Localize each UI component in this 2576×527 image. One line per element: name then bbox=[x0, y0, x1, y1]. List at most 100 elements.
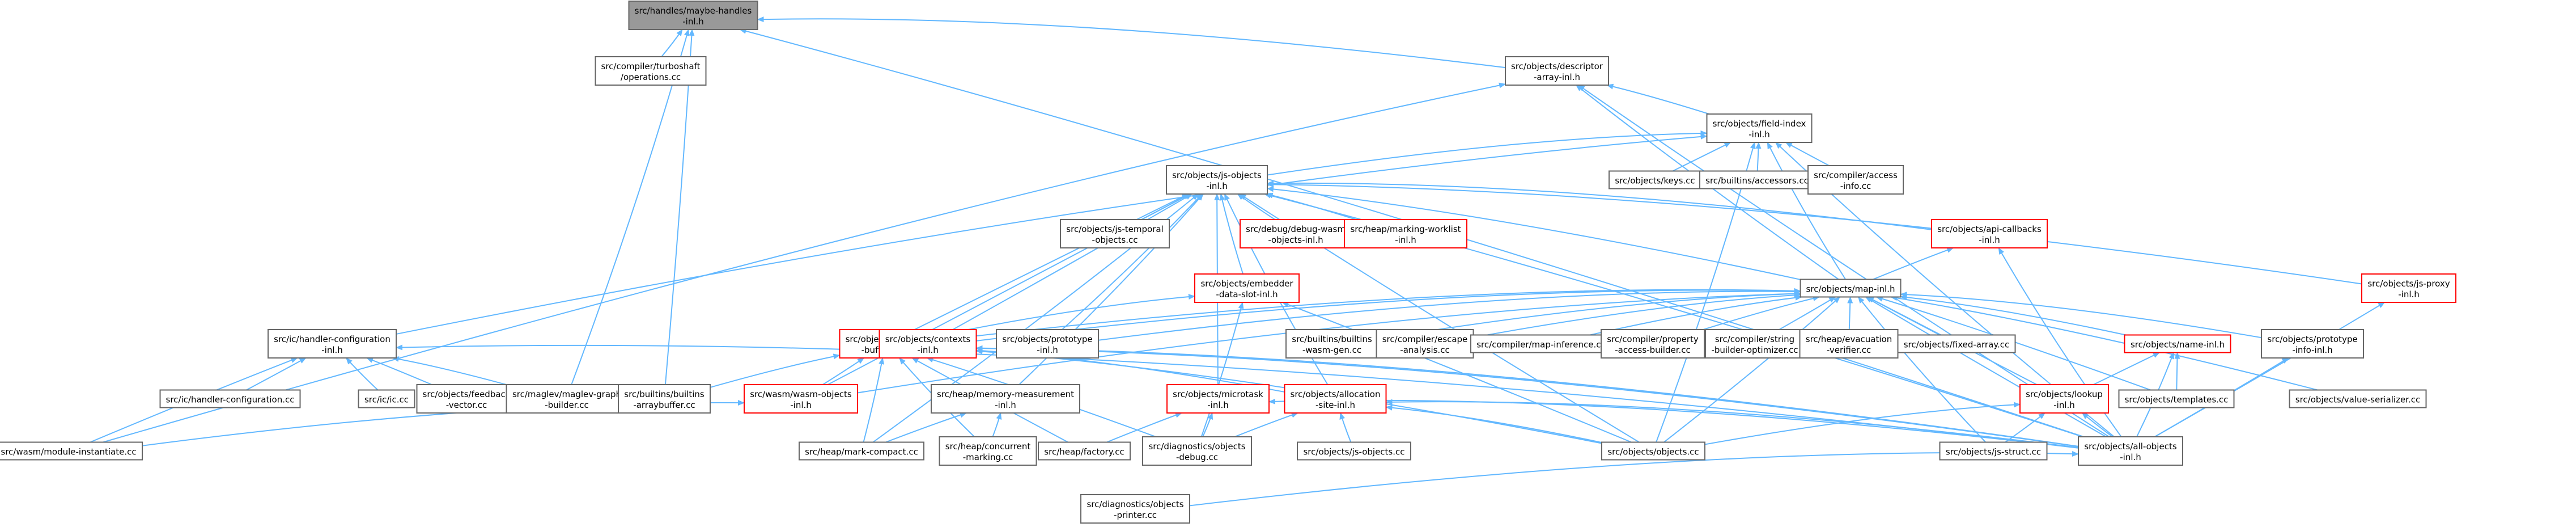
graph-node[interactable]: src/objects/keys.cc bbox=[1609, 170, 1701, 189]
dependency-edge bbox=[757, 16, 1506, 69]
graph-node[interactable]: src/objects/js-objects-inl.h bbox=[1166, 165, 1268, 195]
graph-node-label: src/objects/prototype bbox=[1002, 334, 1092, 344]
graph-node[interactable]: src/objects/map-inl.h bbox=[1800, 279, 1902, 298]
graph-node-label: -vector.cc bbox=[446, 400, 487, 410]
graph-node[interactable]: src/objects/fixed-array.cc bbox=[1897, 334, 2016, 353]
graph-node[interactable]: src/ic/handler-configuration-inl.h bbox=[268, 329, 397, 359]
dependency-edge bbox=[992, 412, 1002, 437]
graph-node-label: -analysis.cc bbox=[1400, 345, 1449, 355]
graph-node[interactable]: src/objects/prototype-info-inl.h bbox=[2261, 329, 2364, 359]
graph-node[interactable]: src/objects/js-temporal-objects.cc bbox=[1060, 219, 1170, 248]
graph-node-box bbox=[1609, 170, 1701, 189]
dependency-edge bbox=[1385, 399, 2079, 448]
graph-node[interactable]: src/objects/js-objects.cc bbox=[1297, 441, 1411, 461]
graph-node[interactable]: src/objects/name-inl.h bbox=[2124, 334, 2231, 353]
graph-node[interactable]: src/compiler/access-info.cc bbox=[1807, 165, 1904, 195]
graph-node-box bbox=[879, 329, 977, 359]
graph-node-box bbox=[931, 384, 1080, 414]
graph-node[interactable]: src/ic/ic.cc bbox=[358, 389, 415, 408]
graph-node[interactable]: src/objects/descriptor-array-inl.h bbox=[1505, 56, 1609, 86]
graph-node-label: -inl.h bbox=[321, 345, 343, 355]
graph-node[interactable]: src/objects/feedback-vector.cc bbox=[416, 384, 517, 414]
graph-node[interactable]: src/debug/debug-wasm-objects-inl.h bbox=[1240, 219, 1352, 248]
dependency-edge bbox=[1385, 404, 1602, 444]
dependency-edge bbox=[366, 357, 432, 385]
graph-node[interactable]: src/heap/evacuation-verifier.cc bbox=[1799, 329, 1899, 359]
graph-node-label: src/objects/prototype bbox=[2267, 334, 2357, 344]
dependency-edge bbox=[246, 357, 307, 391]
graph-node[interactable]: src/heap/marking-worklist-inl.h bbox=[1344, 219, 1467, 248]
graph-node[interactable]: src/objects/field-index-inl.h bbox=[1706, 113, 1813, 143]
graph-node-label: src/objects/feedback bbox=[423, 389, 511, 399]
graph-node[interactable]: src/objects/embedder-data-slot-inl.h bbox=[1194, 273, 1300, 303]
graph-node-box bbox=[1166, 165, 1268, 195]
graph-node[interactable]: src/diagnostics/objects-printer.cc bbox=[1080, 494, 1190, 524]
graph-node[interactable]: src/heap/factory.cc bbox=[1038, 441, 1131, 461]
graph-node[interactable]: src/objects/value-serializer.cc bbox=[2289, 389, 2427, 408]
graph-node-box bbox=[1166, 384, 1270, 414]
dependency-edge bbox=[1779, 296, 1836, 330]
graph-node-label: src/wasm/module-instantiate.cc bbox=[1, 447, 136, 457]
graph-node[interactable]: src/objects/js-proxy-inl.h bbox=[2361, 273, 2456, 303]
graph-node[interactable]: src/compiler/map-inference.cc bbox=[1470, 334, 1612, 353]
graph-node-box bbox=[1285, 329, 1378, 359]
graph-node[interactable]: src/compiler/turboshaft/operations.cc bbox=[595, 56, 707, 86]
graph-node[interactable]: src/handles/maybe-handles-inl.h bbox=[628, 1, 758, 30]
graph-node[interactable]: src/objects/all-objects-inl.h bbox=[2078, 436, 2183, 466]
graph-node-label: src/objects/name-inl.h bbox=[2131, 340, 2225, 350]
dependency-edge bbox=[103, 82, 1506, 443]
graph-node[interactable]: src/wasm/module-instantiate.cc bbox=[0, 441, 143, 461]
dependency-edge bbox=[1267, 186, 1801, 280]
graph-node[interactable]: src/wasm/wasm-objects-inl.h bbox=[744, 384, 858, 414]
graph-node-box bbox=[1706, 113, 1813, 143]
graph-node[interactable]: src/objects/api-callbacks-inl.h bbox=[1931, 219, 2048, 248]
graph-node-label: -objects.cc bbox=[1092, 235, 1138, 245]
graph-node[interactable]: src/objects/prototype-inl.h bbox=[996, 329, 1099, 359]
graph-node[interactable]: src/compiler/string-builder-optimizer.cc bbox=[1705, 329, 1805, 359]
graph-node-box bbox=[1931, 219, 2048, 248]
graph-node-box bbox=[1240, 219, 1352, 248]
graph-node[interactable]: src/objects/microtask-inl.h bbox=[1166, 384, 1270, 414]
graph-node[interactable]: src/heap/concurrent-marking.cc bbox=[939, 436, 1037, 466]
graph-node[interactable]: src/objects/templates.cc bbox=[2118, 389, 2235, 408]
graph-node-box bbox=[1194, 273, 1300, 303]
graph-node[interactable]: src/ic/handler-configuration.cc bbox=[159, 389, 301, 408]
graph-node[interactable]: src/heap/memory-measurement-inl.h bbox=[931, 384, 1080, 414]
graph-node-label: -builder.cc bbox=[545, 400, 589, 410]
dependency-edge bbox=[710, 353, 841, 388]
graph-node[interactable]: src/compiler/property-access-builder.cc bbox=[1601, 329, 1705, 359]
graph-node[interactable]: src/compiler/escape-analysis.cc bbox=[1376, 329, 1474, 359]
dependency-edge bbox=[1865, 296, 2107, 437]
graph-node[interactable]: src/objects/allocation-site-inl.h bbox=[1284, 384, 1387, 414]
dependency-edge bbox=[1267, 182, 2362, 285]
graph-node-label: src/objects/js-temporal bbox=[1066, 224, 1163, 234]
graph-node-label: src/heap/marking-worklist bbox=[1350, 224, 1461, 234]
graph-node-box bbox=[268, 329, 397, 359]
graph-node[interactable]: src/builtins/builtins-wasm-gen.cc bbox=[1285, 329, 1378, 359]
dependency-edge bbox=[2093, 352, 2160, 385]
dependency-edge bbox=[1267, 130, 1708, 176]
graph-node-label: -info.cc bbox=[1840, 181, 1871, 191]
graph-node[interactable]: src/builtins/accessors.cc bbox=[1699, 170, 1815, 189]
graph-node[interactable]: src/diagnostics/objects-debug.cc bbox=[1142, 436, 1252, 466]
graph-node-box bbox=[1705, 329, 1805, 359]
graph-node-label: src/compiler/access bbox=[1814, 170, 1898, 180]
graph-node[interactable]: src/builtins/builtins-arraybuffer.cc bbox=[618, 384, 711, 414]
graph-node-label: -printer.cc bbox=[1114, 510, 1157, 520]
graph-node-box bbox=[2261, 329, 2364, 359]
graph-node-label: src/objects/objects.cc bbox=[1607, 447, 1699, 457]
graph-node-label: src/heap/memory-measurement bbox=[937, 389, 1074, 399]
graph-node-label: src/handles/maybe-handles bbox=[635, 6, 752, 16]
graph-node[interactable]: src/objects/contexts-inl.h bbox=[879, 329, 977, 359]
graph-node[interactable]: src/heap/mark-compact.cc bbox=[799, 441, 924, 461]
graph-node-box bbox=[2019, 384, 2109, 414]
graph-node-box bbox=[2078, 436, 2183, 466]
graph-node[interactable]: src/maglev/maglev-graph-builder.cc bbox=[506, 384, 628, 414]
graph-node[interactable]: src/objects/lookup-inl.h bbox=[2019, 384, 2109, 414]
graph-node[interactable]: src/objects/objects.cc bbox=[1601, 441, 1705, 461]
dependency-edge bbox=[1189, 451, 2079, 507]
dependency-edge bbox=[952, 193, 1192, 330]
graph-node[interactable]: src/objects/js-struct.cc bbox=[1939, 441, 2048, 461]
graph-node-box bbox=[1038, 441, 1131, 461]
dependency-edge bbox=[1106, 412, 1182, 443]
